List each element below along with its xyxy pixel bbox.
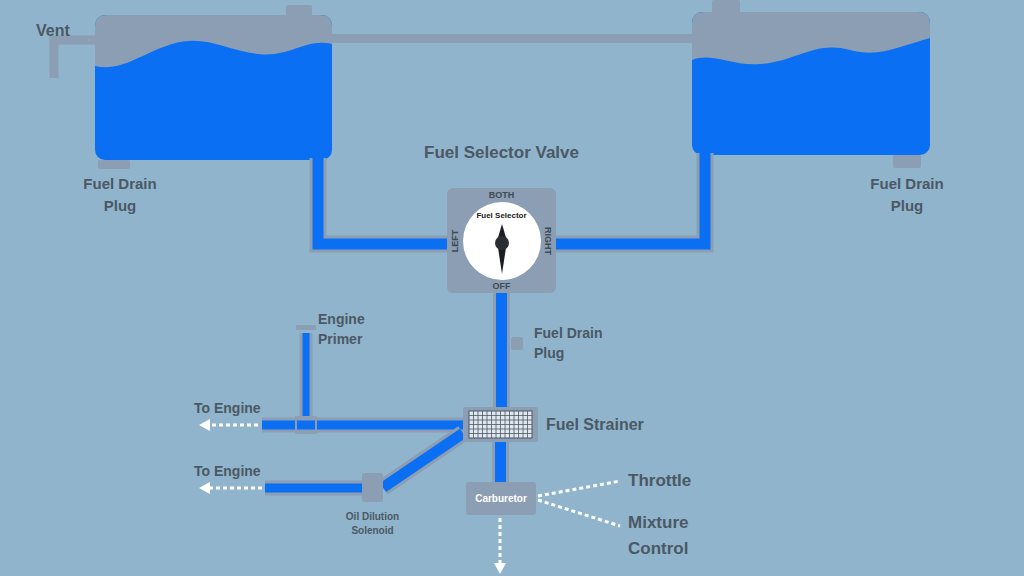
- position-label: OFF: [493, 280, 511, 292]
- part-label: Throttle: [628, 469, 691, 494]
- engine-feed-line: [262, 325, 466, 433]
- part-label: Vent: [36, 19, 70, 42]
- balance-pipe: [330, 34, 694, 43]
- flow-arrow: [210, 425, 500, 563]
- part-label: To Engine: [194, 461, 261, 481]
- fuel-strainer: Fuel Strainer: [463, 407, 538, 442]
- fuel-line: [501, 293, 502, 407]
- drain-plug: [893, 155, 921, 168]
- position-label: BOTH: [489, 189, 515, 201]
- part-label: Mixture Control: [628, 510, 716, 563]
- vent-pipe: [54, 40, 96, 78]
- fuel-cap: [286, 5, 312, 17]
- engine-feed-line: [265, 488, 364, 489]
- fuel-line: [500, 442, 501, 482]
- part-label: Engine Primer: [318, 309, 380, 350]
- selector-dial: Fuel Selector: [463, 202, 541, 280]
- part-label: Fuel Drain Plug: [70, 173, 170, 217]
- strainer-label: Fuel Strainer: [546, 414, 644, 436]
- dial-label: Fuel Selector: [476, 211, 526, 222]
- fuel-line: [383, 433, 463, 487]
- fuel-cap: [712, 0, 740, 13]
- position-label: RIGHT: [542, 227, 554, 255]
- position-label: LEFT: [449, 229, 461, 252]
- tank-air-space: [692, 12, 930, 64]
- valve-heading: Fuel Selector Valve: [424, 142, 579, 165]
- part-label: Fuel Drain Plug: [534, 323, 618, 364]
- tank-air-space: [95, 15, 332, 67]
- solenoid-box: Oil Dilution Solenoid: [362, 473, 383, 502]
- arrow-head: [199, 419, 506, 574]
- part-label: To Engine: [194, 398, 261, 418]
- selector-valve: Fuel Selector ValveBOTHLEFTRIGHTOFFFuel …: [447, 188, 556, 293]
- carburetor-box: Carburetor: [466, 482, 536, 515]
- drain-plug: [511, 337, 523, 350]
- left-fuel-tank: [95, 15, 332, 160]
- carburetor-label: Carburetor: [475, 492, 527, 506]
- part-label: Fuel Drain Plug: [857, 173, 957, 217]
- right-fuel-tank: [692, 12, 930, 155]
- drain-plug: [98, 160, 130, 169]
- solenoid-label: Oil Dilution Solenoid: [336, 510, 410, 538]
- control-leader: [538, 481, 620, 526]
- strainer-mesh: [463, 407, 538, 442]
